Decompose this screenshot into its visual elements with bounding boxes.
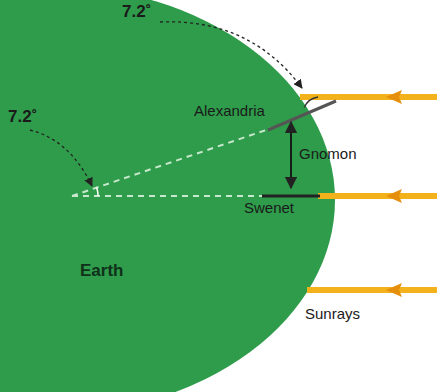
angle-arc (97, 188, 98, 196)
sunray (318, 193, 437, 199)
sunray (307, 287, 437, 293)
radius-line (72, 195, 262, 197)
gnomon (262, 195, 320, 198)
ray-arrowhead (386, 90, 402, 104)
gnomon (268, 101, 336, 130)
ray-arrowhead (386, 189, 402, 203)
angle-arc (304, 97, 318, 108)
angle-pointer (160, 22, 302, 88)
part-name: Gnomon (299, 146, 357, 163)
angle-label: 7.2˚ (122, 3, 151, 22)
earth-outline (0, 0, 335, 392)
radius-line (72, 128, 272, 196)
part-name: Sunrays (305, 306, 360, 323)
place-name: Swenet (244, 200, 294, 217)
sunray (300, 94, 437, 100)
shape-label: Earth (80, 262, 123, 281)
ray-arrowhead (386, 283, 402, 297)
angle-pointer (30, 130, 92, 186)
angle-label: 7.2˚ (8, 108, 37, 127)
distance-arrow (290, 122, 292, 188)
place-name: Alexandria (194, 103, 265, 120)
